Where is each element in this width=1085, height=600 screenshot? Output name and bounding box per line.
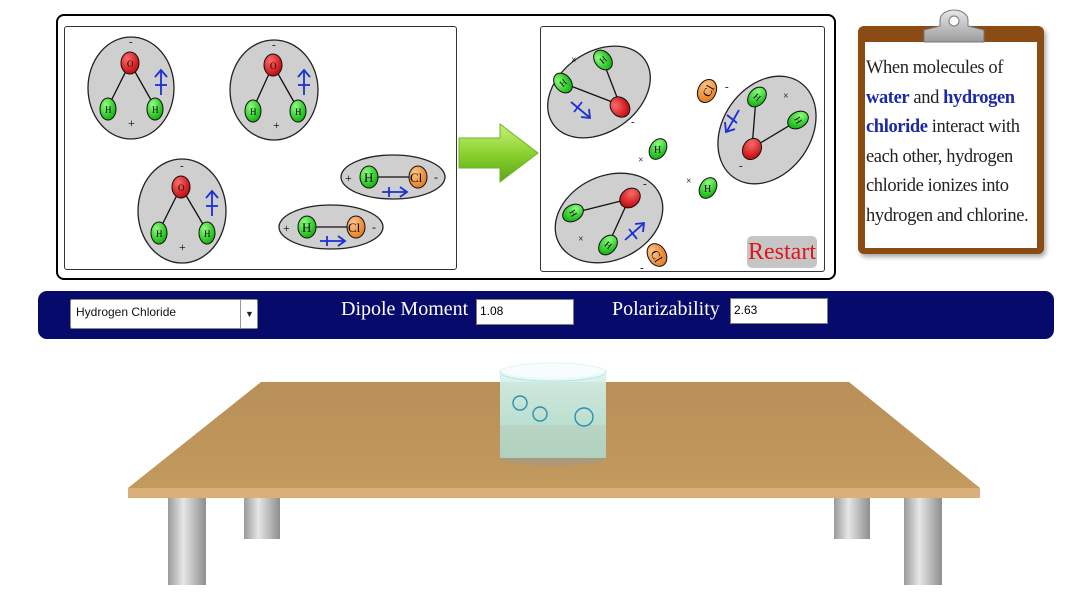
restart-button[interactable]: Restart bbox=[747, 236, 817, 268]
positive-charge: + bbox=[128, 116, 135, 130]
molecule-select-value: Hydrogen Chloride bbox=[76, 305, 177, 319]
partial-positive: × bbox=[578, 234, 584, 245]
atom-label: H bbox=[751, 91, 763, 103]
atom-label: H bbox=[602, 239, 614, 251]
negative-charge: - bbox=[640, 262, 644, 273]
partial-positive: × bbox=[638, 155, 644, 166]
after-panel: H H × - Cl - H H × - bbox=[540, 26, 825, 274]
partial-positive: × bbox=[686, 176, 692, 187]
select-dropdown-button[interactable]: ▼ bbox=[240, 300, 257, 328]
water-molecule-c-atoms: H H × - bbox=[562, 178, 647, 256]
right-arrow-icon bbox=[458, 122, 539, 184]
keyword-chloride: chloride bbox=[866, 117, 928, 137]
keyword-water: water bbox=[866, 87, 910, 108]
positive-charge: + bbox=[283, 221, 290, 235]
beaker-icon bbox=[499, 360, 607, 466]
partial-positive: × bbox=[571, 55, 577, 66]
atom-label: H bbox=[557, 77, 569, 89]
negative-charge: - bbox=[631, 116, 635, 128]
table-leg-front-left bbox=[168, 495, 206, 585]
negative-charge: - bbox=[643, 178, 647, 190]
hydrogen-ion-2: H × bbox=[686, 176, 718, 199]
table-leg-front-right bbox=[904, 495, 942, 585]
atom-label: H bbox=[792, 115, 804, 126]
atom-label: H bbox=[567, 208, 579, 219]
negative-charge: - bbox=[434, 170, 438, 184]
clipboard-text-intro: When molecules of bbox=[866, 58, 1004, 78]
atom-label: H bbox=[302, 220, 311, 235]
polarizability-field[interactable]: 2.63 bbox=[730, 298, 828, 324]
positive-charge: + bbox=[345, 171, 352, 185]
atom-label: H bbox=[597, 54, 609, 66]
atom-label: H bbox=[152, 105, 159, 115]
polarizability-label: Polarizability bbox=[612, 298, 720, 320]
atom-label: O bbox=[178, 183, 185, 193]
clipboard-text-and: and bbox=[909, 87, 944, 108]
negative-charge: - bbox=[739, 160, 743, 172]
dipole-moment-label: Dipole Moment bbox=[341, 298, 469, 320]
chevron-down-icon: ▼ bbox=[245, 309, 254, 319]
water-molecule-a bbox=[547, 45, 651, 139]
chlorine-ion-bottom: Cl - bbox=[640, 243, 668, 274]
positive-charge: + bbox=[179, 240, 186, 254]
atom-label: H bbox=[204, 229, 211, 239]
negative-charge: - bbox=[725, 81, 729, 93]
after-molecules: H H × - Cl - H H × - bbox=[547, 45, 817, 274]
atom-label: Cl bbox=[348, 220, 361, 235]
water-molecule-3: O H H - + bbox=[137, 158, 227, 264]
molecule-select[interactable]: Hydrogen Chloride ▼ bbox=[70, 299, 258, 329]
keyword-hydrogen: hydrogen bbox=[943, 87, 1015, 108]
atom-label: H bbox=[704, 184, 711, 195]
atom-label: H bbox=[295, 107, 302, 117]
water-molecule-1: O H H - + bbox=[87, 36, 175, 140]
atom-label: H bbox=[250, 107, 257, 117]
before-molecules: O H H - + O H H - + bbox=[87, 36, 446, 264]
atom-label: H bbox=[364, 170, 373, 185]
table-edge bbox=[128, 488, 980, 498]
table-leg-back-left bbox=[244, 493, 280, 539]
water-molecule-a-atoms: H H × - bbox=[553, 49, 635, 128]
clipboard-text: When molecules of water and hydrogen chl… bbox=[866, 54, 1038, 231]
lab-table-scene bbox=[128, 360, 980, 585]
clipboard-paper bbox=[865, 42, 1037, 248]
atom-label: H bbox=[105, 105, 112, 115]
clipboard-clip-icon bbox=[923, 9, 985, 43]
atom-label: Cl bbox=[410, 170, 423, 185]
atom-label: H bbox=[654, 145, 661, 156]
water-molecule-b-atoms: H H × - bbox=[724, 86, 809, 172]
dipole-moment-field[interactable]: 1.08 bbox=[476, 299, 574, 325]
positive-charge: + bbox=[273, 118, 280, 132]
negative-charge: - bbox=[180, 160, 184, 172]
clipboard-text-rest: interact with each other, hydrogen chlor… bbox=[866, 117, 1029, 226]
partial-positive: × bbox=[783, 91, 789, 102]
chlorine-ion-top: Cl - bbox=[696, 78, 729, 104]
water-molecule-b bbox=[717, 75, 817, 185]
atom-label: O bbox=[127, 59, 134, 69]
atom-label: O bbox=[270, 61, 277, 71]
water-molecule-2: O H H - + bbox=[229, 39, 319, 141]
hcl-molecule-2: H Cl + - bbox=[278, 204, 384, 250]
negative-charge: - bbox=[129, 36, 133, 48]
hcl-molecule-1: H Cl + - bbox=[340, 154, 446, 200]
table-leg-back-right bbox=[834, 493, 870, 539]
before-panel: O H H - + O H H - + bbox=[64, 26, 457, 270]
negative-charge: - bbox=[372, 220, 376, 234]
hydrogen-ion-1: H × bbox=[638, 138, 668, 166]
negative-charge: - bbox=[272, 39, 276, 51]
atom-label: H bbox=[156, 229, 163, 239]
